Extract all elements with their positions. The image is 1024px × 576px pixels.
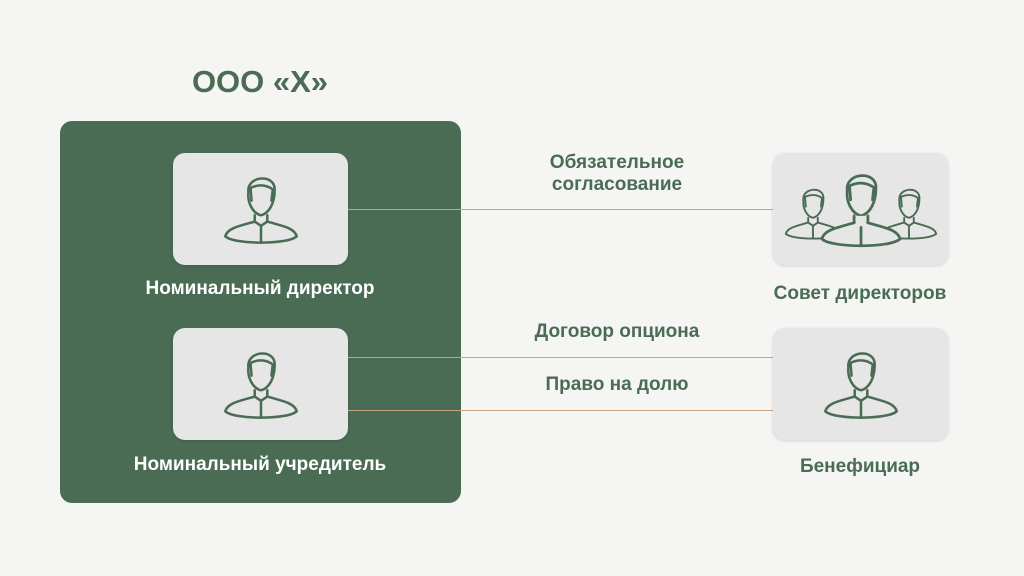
group-icon	[784, 174, 937, 248]
share-right-label: Право на долю	[545, 374, 689, 395]
person-icon	[223, 352, 298, 419]
nominal-founder-card	[173, 328, 348, 440]
approval-label: Обязательное согласование	[467, 152, 767, 196]
connector-share	[348, 410, 773, 411]
approval-label-line1: Обязательное	[549, 152, 685, 173]
person-icon	[223, 177, 298, 244]
connector-approval	[348, 209, 773, 210]
board-card	[773, 153, 948, 265]
nominal-director-card	[173, 153, 348, 265]
board-label: Совет директоров	[773, 283, 947, 304]
beneficiary-card	[773, 328, 948, 440]
nominal-founder-label: Номинальный учредитель	[133, 454, 387, 475]
person-icon	[823, 352, 898, 419]
beneficiary-label: Бенефициар	[799, 456, 921, 477]
nominal-director-label: Номинальный директор	[145, 278, 375, 299]
connector-option	[348, 357, 773, 358]
option-agreement-label: Договор опциона	[534, 321, 700, 342]
company-title: ООО «Х»	[191, 64, 329, 99]
approval-label-line2: согласование	[551, 174, 683, 195]
